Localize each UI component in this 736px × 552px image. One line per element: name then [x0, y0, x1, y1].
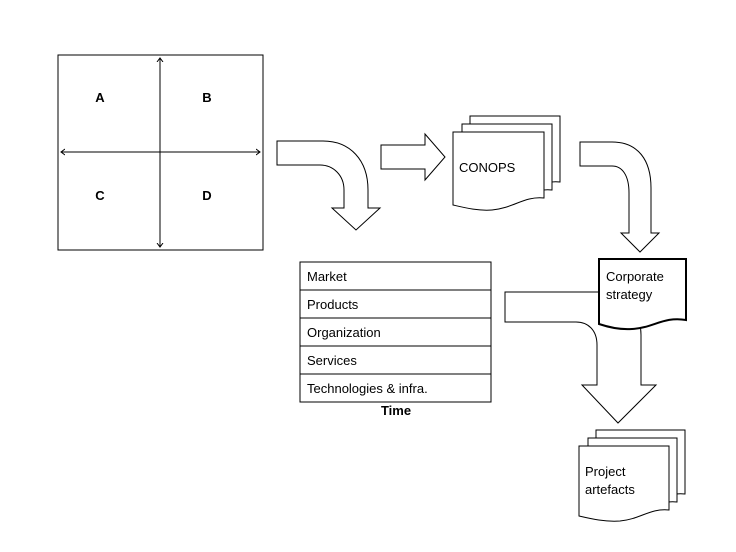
conops-label: CONOPS	[459, 160, 516, 175]
quadrant-d-label: D	[202, 188, 211, 203]
layer-technologies: Technologies & infra.	[307, 381, 428, 396]
quadrant-b-label: B	[202, 90, 211, 105]
artefacts-label-line2: artefacts	[585, 482, 635, 497]
conops-sheet-front	[452, 131, 545, 211]
layer-market: Market	[307, 269, 347, 284]
corporate-strategy-document: Corporate strategy	[598, 258, 687, 331]
layer-services: Services	[307, 353, 357, 368]
strategy-sheet	[598, 258, 687, 331]
quadrant-matrix: A B C D	[57, 54, 264, 251]
layer-organization: Organization	[307, 325, 381, 340]
quadrant-a-label: A	[95, 90, 105, 105]
project-artefacts-document-stack: Project artefacts	[578, 429, 686, 522]
artefacts-label-line1: Project	[585, 464, 626, 479]
strategy-label-line1: Corporate	[606, 269, 664, 284]
quadrant-c-label: C	[95, 188, 105, 203]
layer-table-frame	[299, 261, 492, 403]
layer-products: Products	[307, 297, 359, 312]
artefacts-sheet-front	[578, 445, 670, 522]
conops-document-stack: CONOPS	[452, 115, 561, 211]
curved-arrow-conops-to-strategy	[579, 141, 661, 253]
curved-arrow-matrix-to-layers	[276, 140, 382, 231]
strategy-label-line2: strategy	[606, 287, 653, 302]
arrow-to-conops	[380, 132, 446, 182]
time-axis-label: Time	[381, 403, 411, 418]
layer-table: Market Products Organization Services Te…	[299, 261, 492, 418]
